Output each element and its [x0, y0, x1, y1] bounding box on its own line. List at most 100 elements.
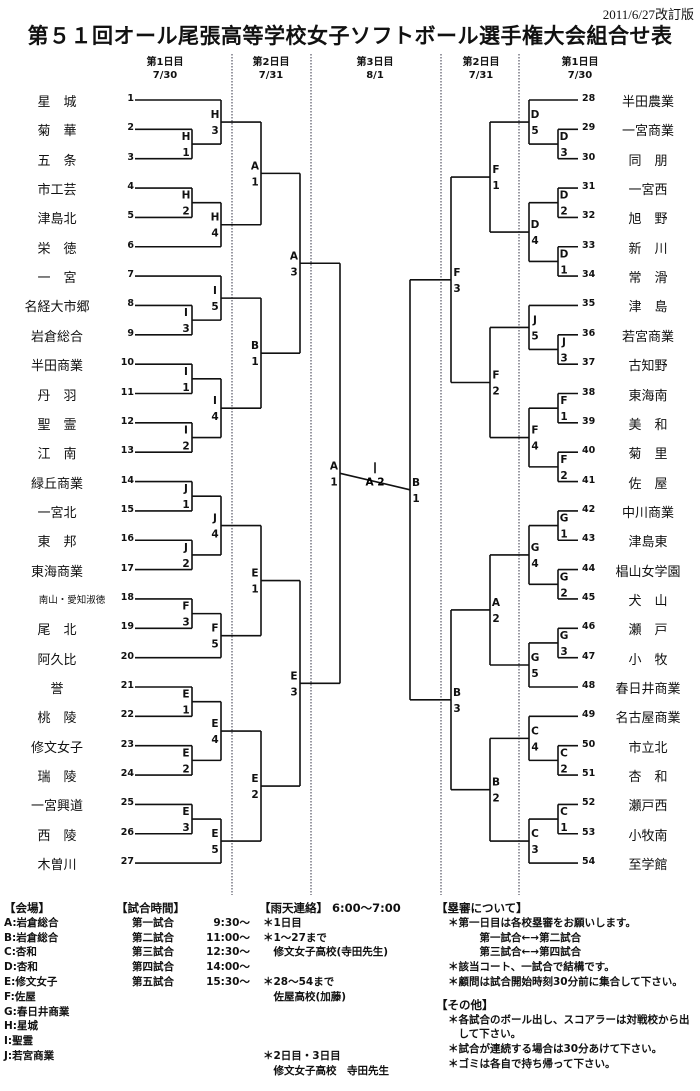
match-label-letter: H	[182, 131, 191, 143]
match-label-number: 5	[531, 330, 538, 342]
team-name: 半田商業	[30, 359, 83, 375]
other-heading: 【その他】	[436, 997, 494, 1012]
match-label-letter: F	[492, 369, 499, 381]
match-label-number: 1	[251, 356, 258, 368]
team-number: 53	[582, 826, 596, 838]
day-date: 7/30	[152, 70, 178, 81]
team-name: 津島北	[37, 212, 77, 228]
team-name: 椙山女学園	[615, 564, 681, 580]
match-label-number: 4	[531, 235, 538, 247]
team-name: 岩倉総合	[30, 329, 83, 345]
rain-contact-line: ＊1日目	[263, 916, 302, 929]
final-match-line	[339, 472, 411, 491]
match-label-number: 3	[560, 147, 567, 159]
day-label: 第2日目	[252, 57, 290, 68]
team-number: 9	[127, 327, 134, 339]
team-name: 瑞 陵	[37, 770, 77, 786]
team-number: 8	[127, 298, 134, 310]
team-name: 聖 霊	[37, 417, 77, 433]
team-number: 47	[582, 650, 596, 662]
match-label-number: 3	[182, 822, 189, 834]
match-label-letter: J	[532, 314, 537, 326]
team-number: 1	[127, 93, 134, 104]
team-number: 45	[582, 591, 596, 603]
match-label-number: 5	[211, 301, 218, 313]
match-label-letter: F	[492, 164, 499, 176]
match-label-letter: I	[184, 307, 188, 319]
match-label-letter: I	[184, 425, 188, 437]
match-label-letter: F	[531, 425, 538, 437]
match-label-letter: A	[492, 597, 501, 609]
venue-item: A:岩倉総合	[4, 916, 59, 929]
match-label-letter: B	[453, 687, 461, 699]
venue-item: I:聖霊	[4, 1035, 34, 1048]
rain-contact-line: ＊1～27まで	[263, 931, 327, 944]
match-label-number: 3	[182, 617, 189, 629]
match-label-letter: D	[531, 109, 540, 121]
team-number: 3	[127, 151, 134, 163]
match-label-letter: E	[182, 806, 189, 818]
team-name: 尾 北	[37, 623, 77, 639]
team-name: 緑丘商業	[30, 476, 83, 492]
team-name: 南山・愛知淑徳	[38, 594, 106, 606]
team-number: 46	[582, 621, 596, 633]
team-number: 37	[582, 357, 596, 369]
venue-item: E:修文女子	[4, 975, 58, 988]
page-title: 第５１回オール尾張高等学校女子ソフトボール選手権大会組合せ表	[27, 24, 673, 48]
team-number: 54	[582, 856, 596, 868]
team-name: 杏 和	[628, 770, 668, 786]
team-number: 40	[582, 445, 596, 457]
team-name: 修文女子	[30, 740, 83, 756]
rain-contact-heading: 【雨天連絡】 6:00～7:00	[259, 901, 401, 915]
game-time: 11:00～	[206, 931, 250, 944]
match-label-letter: F	[560, 395, 567, 407]
venue-item: B:岩倉総合	[4, 931, 59, 944]
team-number: 21	[120, 680, 134, 691]
other-note: して下さい。	[448, 1028, 522, 1041]
schedule-heading: 【試合時間】	[116, 901, 185, 915]
match-label-number: 2	[492, 385, 499, 397]
day-date: 7/30	[567, 70, 593, 81]
match-label-number: 2	[560, 763, 567, 775]
team-number: 31	[582, 181, 596, 193]
day-label: 第1日目	[146, 57, 184, 68]
team-name: 小牧南	[628, 828, 668, 844]
day-header-left-day2: 第2日目 7/31	[236, 56, 306, 82]
team-name: 瀬戸西	[628, 799, 668, 815]
day-header-right-day1: 第1日目 7/30	[545, 56, 615, 82]
team-name: 誉	[50, 682, 64, 697]
day-date: 7/31	[468, 70, 494, 81]
team-number: 22	[120, 709, 134, 721]
team-number: 20	[120, 650, 134, 662]
umpire-section: 【塁審について】 ＊第一日目は各校塁審をお願いします。 第一試合←→第二試合 第…	[436, 901, 690, 1072]
umpire-note: ＊顧問は試合開始時刻30分前に集合して下さい。	[448, 975, 683, 988]
match-label-letter: A	[251, 160, 260, 172]
team-number: 34	[582, 269, 596, 281]
team-name: 名古屋商業	[615, 711, 681, 727]
team-number: 18	[120, 591, 134, 603]
match-label-letter: G	[560, 513, 569, 525]
team-name: 津島東	[628, 535, 668, 551]
team-number: 41	[582, 474, 596, 486]
team-name: 犬 山	[628, 593, 668, 609]
match-label-letter: E	[211, 828, 218, 840]
umpire-note: 第一試合←→第二試合	[448, 931, 582, 944]
rain-contact-line: 修文女子高校 寺田先生	[263, 1064, 389, 1077]
match-label-number: 4	[531, 441, 538, 453]
umpire-note: 第三試合←→第四試合	[448, 946, 582, 959]
match-label-letter: E	[182, 689, 189, 701]
team-number: 27	[120, 856, 134, 868]
team-name: 東 邦	[37, 535, 77, 551]
match-label-number: 1	[251, 584, 258, 596]
match-label-letter: A	[290, 250, 299, 262]
team-name: 名経大市郷	[24, 300, 90, 316]
day-header-day3: 第3日目 8/1	[340, 56, 410, 82]
match-label-number: 3	[531, 844, 538, 856]
team-name: 中川商業	[621, 505, 674, 521]
match-label-number: 2	[492, 613, 499, 625]
match-label-letter: F	[211, 623, 218, 635]
match-label-letter: D	[531, 219, 540, 231]
